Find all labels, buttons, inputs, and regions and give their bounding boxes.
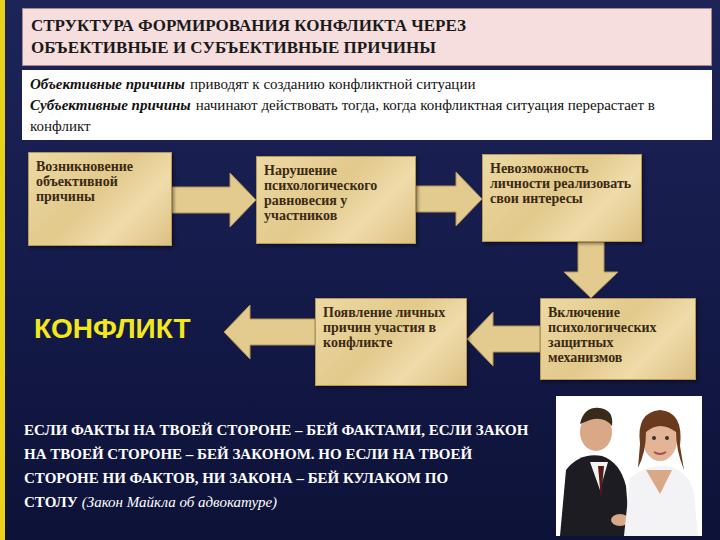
node-text: Невозможность личности реализовать свои … (490, 161, 634, 206)
node-text: Включение психологических защитных механ… (548, 305, 688, 365)
result-node: КОНФЛИКТ (34, 312, 224, 352)
block-arrow (564, 242, 618, 298)
process-box: Появление личных причин участия в конфли… (315, 298, 467, 386)
process-box: Нарушение психологического равновесия у … (256, 156, 416, 244)
title-panel: СТРУКТУРА ФОРМИРОВАНИЯ КОНФЛИКТА ЧЕРЕЗ О… (22, 8, 712, 66)
side-stripe (0, 0, 5, 540)
node-text: Появление личных причин участия в конфли… (323, 305, 459, 350)
block-arrow (416, 172, 482, 226)
intro-line: Субъективные причиныначинают действовать… (30, 95, 704, 137)
block-arrow (172, 173, 256, 227)
node-text: КОНФЛИКТ (34, 312, 224, 346)
title: СТРУКТУРА ФОРМИРОВАНИЯ КОНФЛИКТА ЧЕРЕЗ О… (31, 15, 531, 59)
intro-text: приводят к созданию конфликтной ситуации (190, 76, 476, 92)
intro-term: Объективные причины (30, 76, 185, 92)
photo (556, 396, 702, 536)
process-box: Невозможность личности реализовать свои … (482, 154, 642, 242)
block-arrow (224, 305, 315, 359)
intro-line: Объективные причины приводят к созданию к… (30, 74, 704, 95)
quote: ЕСЛИ ФАКТЫ НА ТВОЕЙ СТОРОНЕ – БЕЙ ФАКТАМ… (24, 418, 544, 514)
process-box: Включение психологических защитных механ… (540, 298, 696, 380)
process-box: Возникновение объективной причины (28, 152, 172, 246)
node-text: Нарушение психологического равновесия у … (264, 163, 408, 223)
intro-panel: Объективные причины приводят к созданию к… (22, 70, 712, 140)
quote-source: (Закон Майкла об адвокатуре) (82, 494, 277, 510)
intro-term: Субъективные причины (30, 97, 191, 113)
node-text: Возникновение объективной причины (36, 159, 164, 204)
block-arrow (467, 312, 540, 366)
